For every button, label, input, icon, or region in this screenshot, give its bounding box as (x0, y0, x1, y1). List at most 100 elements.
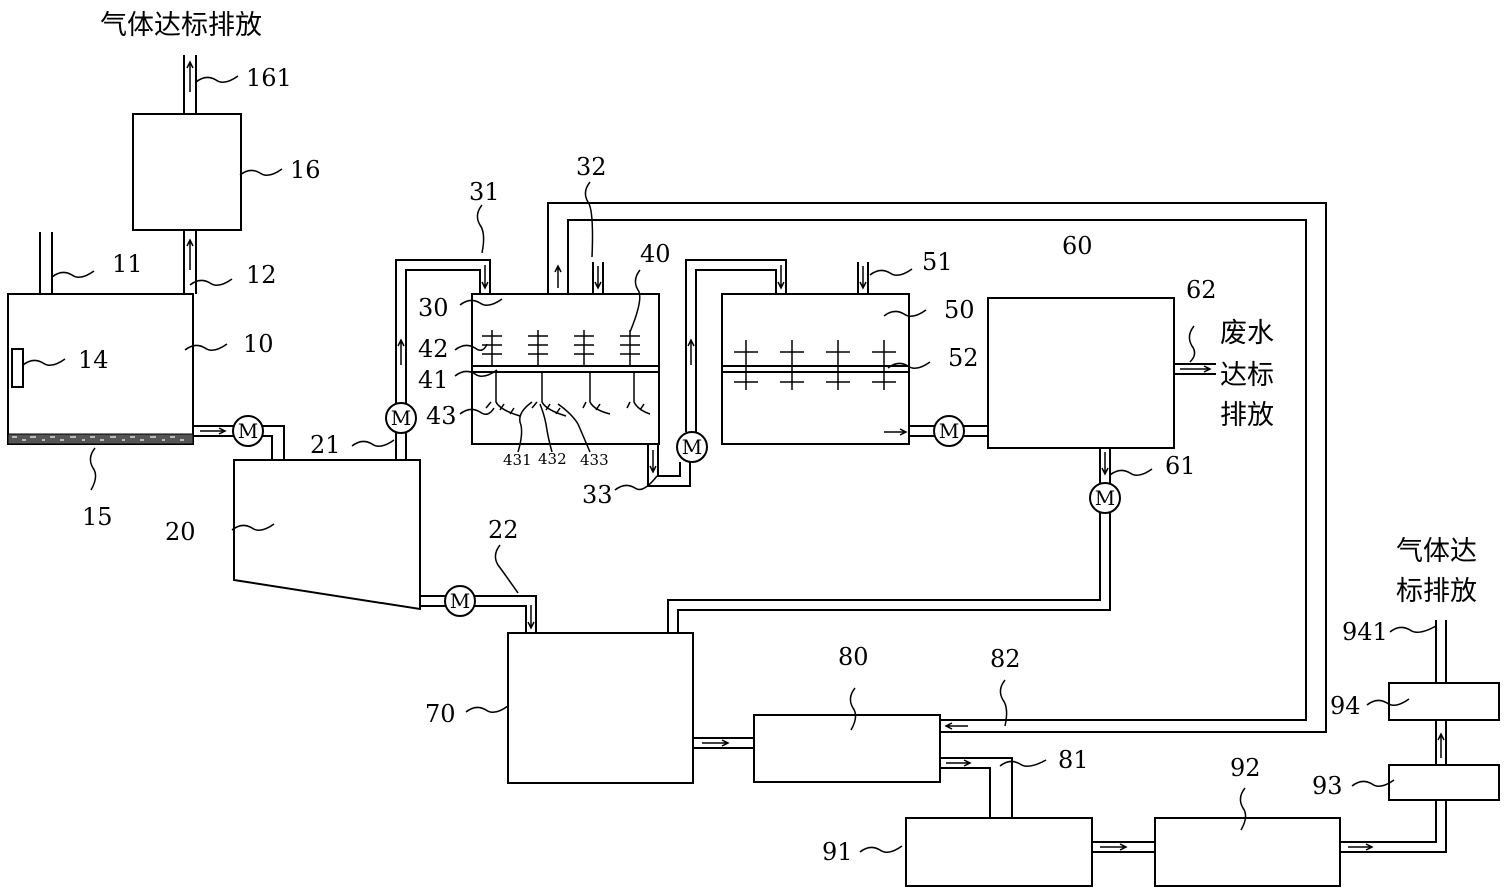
label-10: 10 (243, 330, 274, 358)
gas-discharge-label-top: 气体达标排放 (100, 10, 262, 41)
motor-pump-1-label: M (238, 419, 258, 443)
motor-pump-1 (232, 415, 264, 447)
reactor-50 (721, 293, 910, 445)
flow-arrow-12 (186, 238, 194, 270)
flow-arrow-51 (859, 266, 867, 290)
flow-arrow-50-in (777, 265, 785, 290)
reactor-30 (471, 293, 660, 445)
wastewater-label-line1: 废水 (1220, 318, 1274, 349)
wastewater-label-line3: 排放 (1220, 400, 1274, 431)
flow-arrow-32 (594, 266, 602, 290)
flow-arrow-70-out (702, 739, 730, 747)
motor-pump-21-label: M (391, 406, 411, 430)
label-43: 43 (426, 402, 457, 430)
unit-93 (1388, 764, 1500, 801)
motor-pump-22 (444, 585, 476, 617)
pipe-12 (183, 230, 197, 294)
flow-arrow-62 (1180, 365, 1212, 373)
tank-60 (987, 297, 1175, 449)
leader-lines (22, 75, 1437, 853)
tank-10 (7, 293, 194, 445)
pipe-92-to-93 (1340, 800, 1447, 853)
label-433: 433 (580, 451, 609, 469)
unit-80 (753, 714, 941, 783)
pipe-941 (1435, 620, 1447, 683)
label-30: 30 (418, 294, 449, 322)
pipe-motor-to-60 (964, 425, 988, 437)
label-20: 20 (165, 518, 196, 546)
label-52: 52 (948, 344, 979, 372)
unit-16 (132, 113, 242, 231)
label-431: 431 (503, 451, 532, 469)
scraper-group-43 (485, 372, 651, 417)
flow-arrow-91-out (1100, 843, 1128, 851)
label-14: 14 (78, 346, 109, 374)
pipe-70-to-80 (693, 737, 754, 749)
flow-arrow-10-out (200, 427, 227, 435)
pipe-91-to-92 (1092, 841, 1155, 853)
pipe-82-outer (547, 202, 1327, 733)
label-15: 15 (82, 503, 113, 531)
pipe-motor-to-20 (263, 425, 285, 460)
pipe-61-lower (667, 513, 1111, 633)
motor-pump-21 (385, 402, 417, 434)
label-50: 50 (944, 296, 975, 324)
flow-arrow-81 (946, 759, 972, 767)
label-41: 41 (418, 366, 449, 394)
pipe-93-to-94 (1435, 720, 1447, 765)
motor-pump-50-label: M (939, 419, 959, 443)
flow-arrow-33-up (687, 338, 695, 365)
label-16: 16 (290, 156, 321, 184)
label-60: 60 (1062, 232, 1093, 260)
motor-pump-61 (1089, 482, 1121, 514)
flow-arrow-93-out (1437, 732, 1445, 758)
pipe-82-inner (567, 219, 1307, 721)
flow-arrow-31 (481, 265, 489, 290)
label-93: 93 (1312, 772, 1343, 800)
flow-arrow-92-out (1348, 843, 1374, 851)
motor-pump-33-label: M (682, 435, 702, 459)
label-70: 70 (425, 700, 456, 728)
pipe-22 (475, 595, 537, 633)
label-21: 21 (310, 431, 341, 459)
pipe-81 (940, 757, 1013, 818)
label-432: 432 (538, 450, 567, 468)
unit-91 (905, 817, 1093, 887)
gas-discharge-label-right-2: 标排放 (1396, 576, 1477, 607)
mixer-group-52 (734, 340, 896, 390)
label-161: 161 (246, 64, 292, 92)
tank-70 (507, 632, 694, 784)
flow-arrow-22 (527, 605, 535, 630)
wastewater-label-line2: 达标 (1220, 360, 1274, 391)
unit-94 (1388, 682, 1500, 721)
flow-arrow-82 (944, 722, 968, 730)
label-91: 91 (822, 838, 853, 866)
pipe-32 (592, 262, 604, 294)
label-11: 11 (112, 250, 143, 278)
agitator-group-40 (482, 330, 640, 366)
label-941: 941 (1342, 618, 1388, 646)
motor-pump-50 (933, 415, 965, 447)
partition-41 (472, 365, 659, 373)
label-80: 80 (838, 643, 869, 671)
flow-arrow-21 (397, 338, 405, 365)
label-31: 31 (469, 178, 500, 206)
unit-92 (1154, 817, 1341, 887)
pipe-50-to-motor (909, 425, 934, 437)
label-61: 61 (1165, 452, 1196, 480)
motor-pump-33 (676, 431, 708, 463)
label-51: 51 (922, 248, 953, 276)
gas-discharge-label-right-1: 气体达 (1396, 536, 1477, 567)
label-42: 42 (418, 335, 449, 363)
pipe-62 (1174, 363, 1216, 375)
pipe-11 (39, 232, 53, 294)
pipe-33-lower (647, 444, 691, 487)
motor-pump-22-label: M (450, 589, 470, 613)
flow-arrow-161 (186, 60, 194, 92)
label-92: 92 (1230, 754, 1261, 782)
flow-arrow-50-out (884, 428, 908, 436)
sediment-layer-15 (7, 433, 194, 445)
label-62: 62 (1186, 276, 1217, 304)
label-81: 81 (1058, 746, 1089, 774)
